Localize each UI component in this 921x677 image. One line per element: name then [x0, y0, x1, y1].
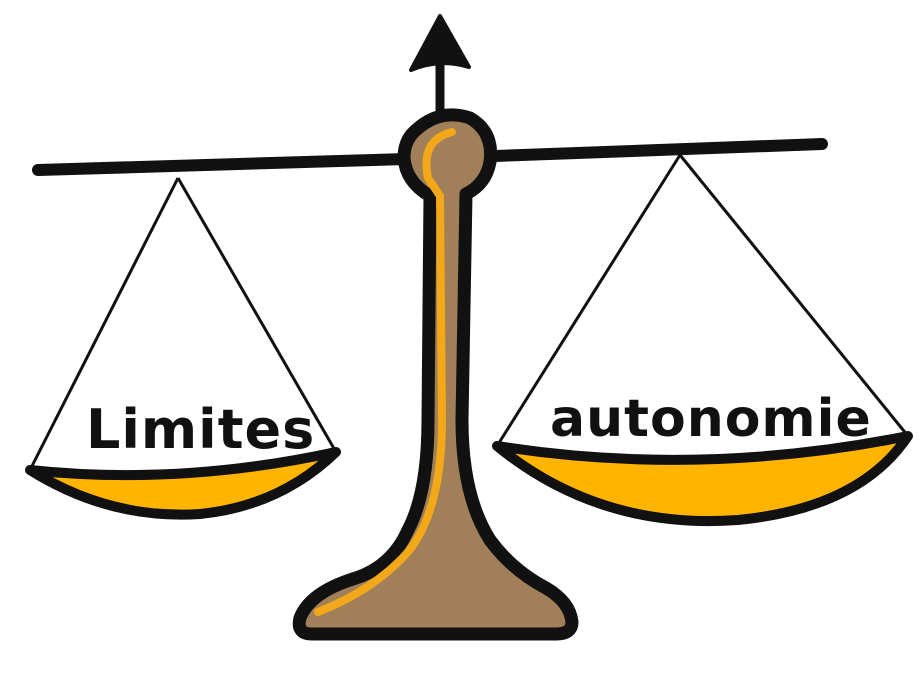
stand-highlight — [314, 128, 456, 616]
right-pan-label: autonomie — [550, 389, 872, 449]
arrow-up-icon — [409, 14, 471, 115]
right-pan-strings — [495, 154, 910, 447]
right-pan: autonomie — [492, 389, 913, 527]
left-pan-strings — [28, 177, 338, 471]
scale-stand — [292, 108, 579, 641]
left-pan: Limites — [25, 398, 341, 520]
left-pan-label: Limites — [86, 398, 315, 461]
